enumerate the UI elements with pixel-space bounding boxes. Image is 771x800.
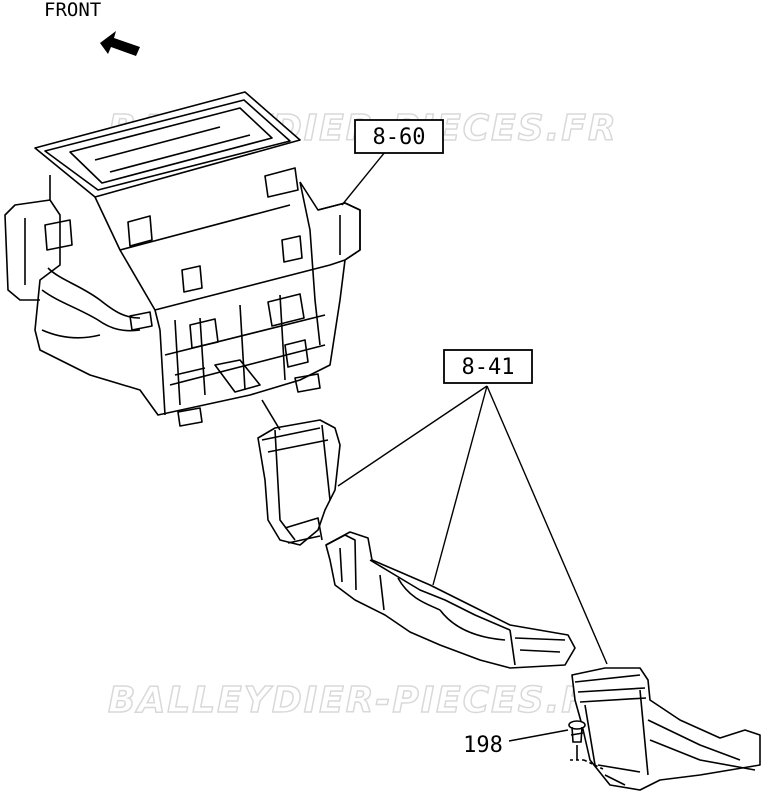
callout-198[interactable]: 198 [463, 733, 503, 758]
callout-box [443, 349, 533, 384]
callout-8-41[interactable]: 8-41 [443, 349, 533, 384]
duct-middle-drawing [325, 531, 576, 669]
hvac-unit-drawing [4, 91, 361, 427]
callout-label: 8-41 [462, 355, 515, 380]
callout-label: 8-60 [373, 125, 426, 150]
duct-upper-drawing [257, 399, 341, 546]
front-arrow-icon [100, 31, 140, 56]
callout-8-60[interactable]: 8-60 [354, 119, 444, 154]
callout-box [354, 119, 444, 154]
front-label: FRONT [44, 0, 101, 21]
leader-lines [337, 151, 608, 742]
callout-label: 198 [463, 733, 503, 758]
clip-fastener-drawing [568, 720, 606, 771]
watermark-bottom: BALLEYDIER-PIECES.FR [108, 680, 618, 721]
duct-lower-drawing [571, 667, 761, 791]
